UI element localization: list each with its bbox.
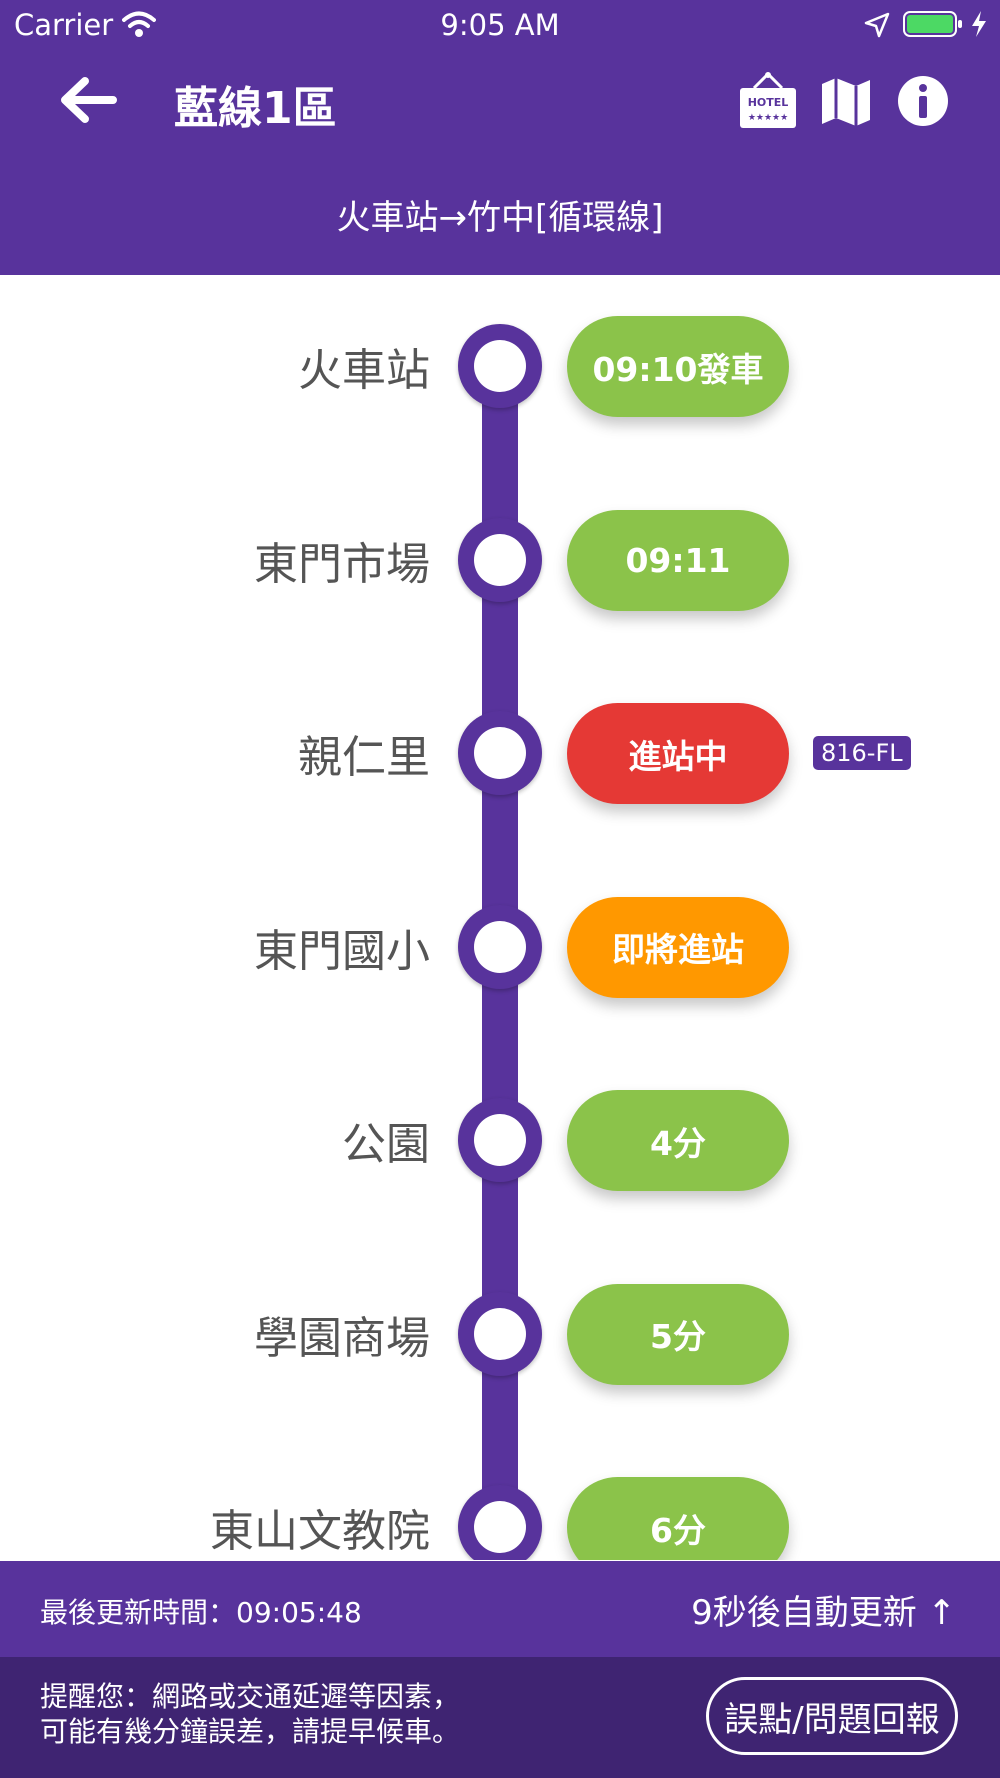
page-title: 藍線1區 — [174, 83, 337, 134]
station-name: 學園商場 — [254, 1312, 430, 1364]
hotel-sign-text: HOTEL — [748, 96, 789, 109]
svg-text:★★★★★: ★★★★★ — [748, 113, 788, 123]
station-row[interactable]: 東門國小 即將進站 — [0, 893, 1000, 1003]
station-node-icon — [458, 1098, 542, 1182]
station-row[interactable]: 火車站 09:10發車 — [0, 312, 1000, 422]
info-icon — [898, 76, 948, 126]
carrier-label: Carrier — [14, 8, 114, 42]
route-subtitle: 火車站→竹中[循環線] — [336, 198, 664, 238]
delay-notice: 提醒您：網路或交通延遲等因素， 可能有幾分鐘誤差，請提早候車。 — [40, 1679, 460, 1749]
station-name: 東門市場 — [254, 538, 430, 590]
status-bar: Carrier 9:05 AM — [0, 0, 1000, 50]
bus-plate-badge: 816-FL — [813, 736, 911, 770]
station-name: 火車站 — [298, 345, 430, 396]
station-name: 親仁里 — [298, 732, 430, 783]
delay-notice-line1: 提醒您：網路或交通延遲等因素， — [40, 1680, 461, 1713]
update-bar: 最後更新時間：09:05:48 9秒後自動更新 ↑ — [0, 1561, 1000, 1657]
station-node-icon — [458, 1485, 542, 1560]
station-node-icon — [458, 324, 542, 408]
eta-badge[interactable]: 4分 — [567, 1090, 789, 1191]
eta-badge[interactable]: 即將進站 — [567, 896, 789, 998]
info-button[interactable] — [896, 74, 950, 128]
location-arrow-icon — [864, 12, 890, 38]
hotel-sign-icon: HOTEL ★★★★★ — [740, 71, 796, 128]
eta-badge[interactable]: 09:11 — [567, 509, 789, 611]
battery-icon — [903, 11, 962, 37]
wifi-icon — [122, 11, 156, 37]
station-name: 公園 — [342, 1119, 430, 1170]
map-button[interactable] — [818, 76, 874, 128]
station-row[interactable]: 學園商場 5分 — [0, 1280, 1000, 1390]
station-node-icon — [458, 904, 542, 989]
station-name: 東山文教院 — [210, 1506, 430, 1557]
station-list: 火車站 09:10發車東門市場 09:11 親仁里 進站中 816-FL 東門國小 即將進站公… — [0, 275, 1000, 1560]
station-row[interactable]: 東山文教院 6分 — [0, 1473, 1000, 1560]
app-header: Carrier 9:05 AM 藍線1區 — [0, 0, 1000, 275]
navigation-bar: 藍線1區 HOTEL ★★★★★ — [0, 60, 1000, 140]
delay-notice-line2: 可能有幾分鐘誤差，請提早候車。 — [40, 1715, 461, 1748]
eta-badge[interactable]: 進站中 — [567, 703, 789, 804]
eta-badge[interactable]: 5分 — [567, 1283, 789, 1385]
back-arrow-icon — [61, 77, 117, 123]
auto-refresh-button[interactable]: 9秒後自動更新 ↑ — [691, 1593, 956, 1633]
last-update-time: 最後更新時間：09:05:48 — [40, 1596, 362, 1629]
back-button[interactable] — [52, 68, 122, 132]
hotel-button[interactable]: HOTEL ★★★★★ — [738, 70, 798, 132]
station-row[interactable]: 公園 4分 — [0, 1086, 1000, 1196]
station-row[interactable]: 東門市場 09:11 — [0, 506, 1000, 616]
eta-badge[interactable]: 6分 — [567, 1477, 789, 1560]
charging-bolt-icon — [972, 11, 986, 37]
status-time: 9:05 AM — [440, 8, 560, 42]
notice-bar: 提醒您：網路或交通延遲等因素， 可能有幾分鐘誤差，請提早候車。 誤點/問題回報 — [0, 1657, 1000, 1778]
station-node-icon — [458, 711, 542, 795]
station-node-icon — [458, 517, 542, 602]
report-problem-button[interactable]: 誤點/問題回報 — [706, 1677, 958, 1755]
map-icon — [822, 78, 870, 126]
station-name: 東門國小 — [254, 925, 430, 977]
eta-badge[interactable]: 09:10發車 — [567, 316, 789, 417]
station-row[interactable]: 親仁里 進站中 816-FL — [0, 699, 1000, 809]
station-node-icon — [458, 1291, 542, 1376]
